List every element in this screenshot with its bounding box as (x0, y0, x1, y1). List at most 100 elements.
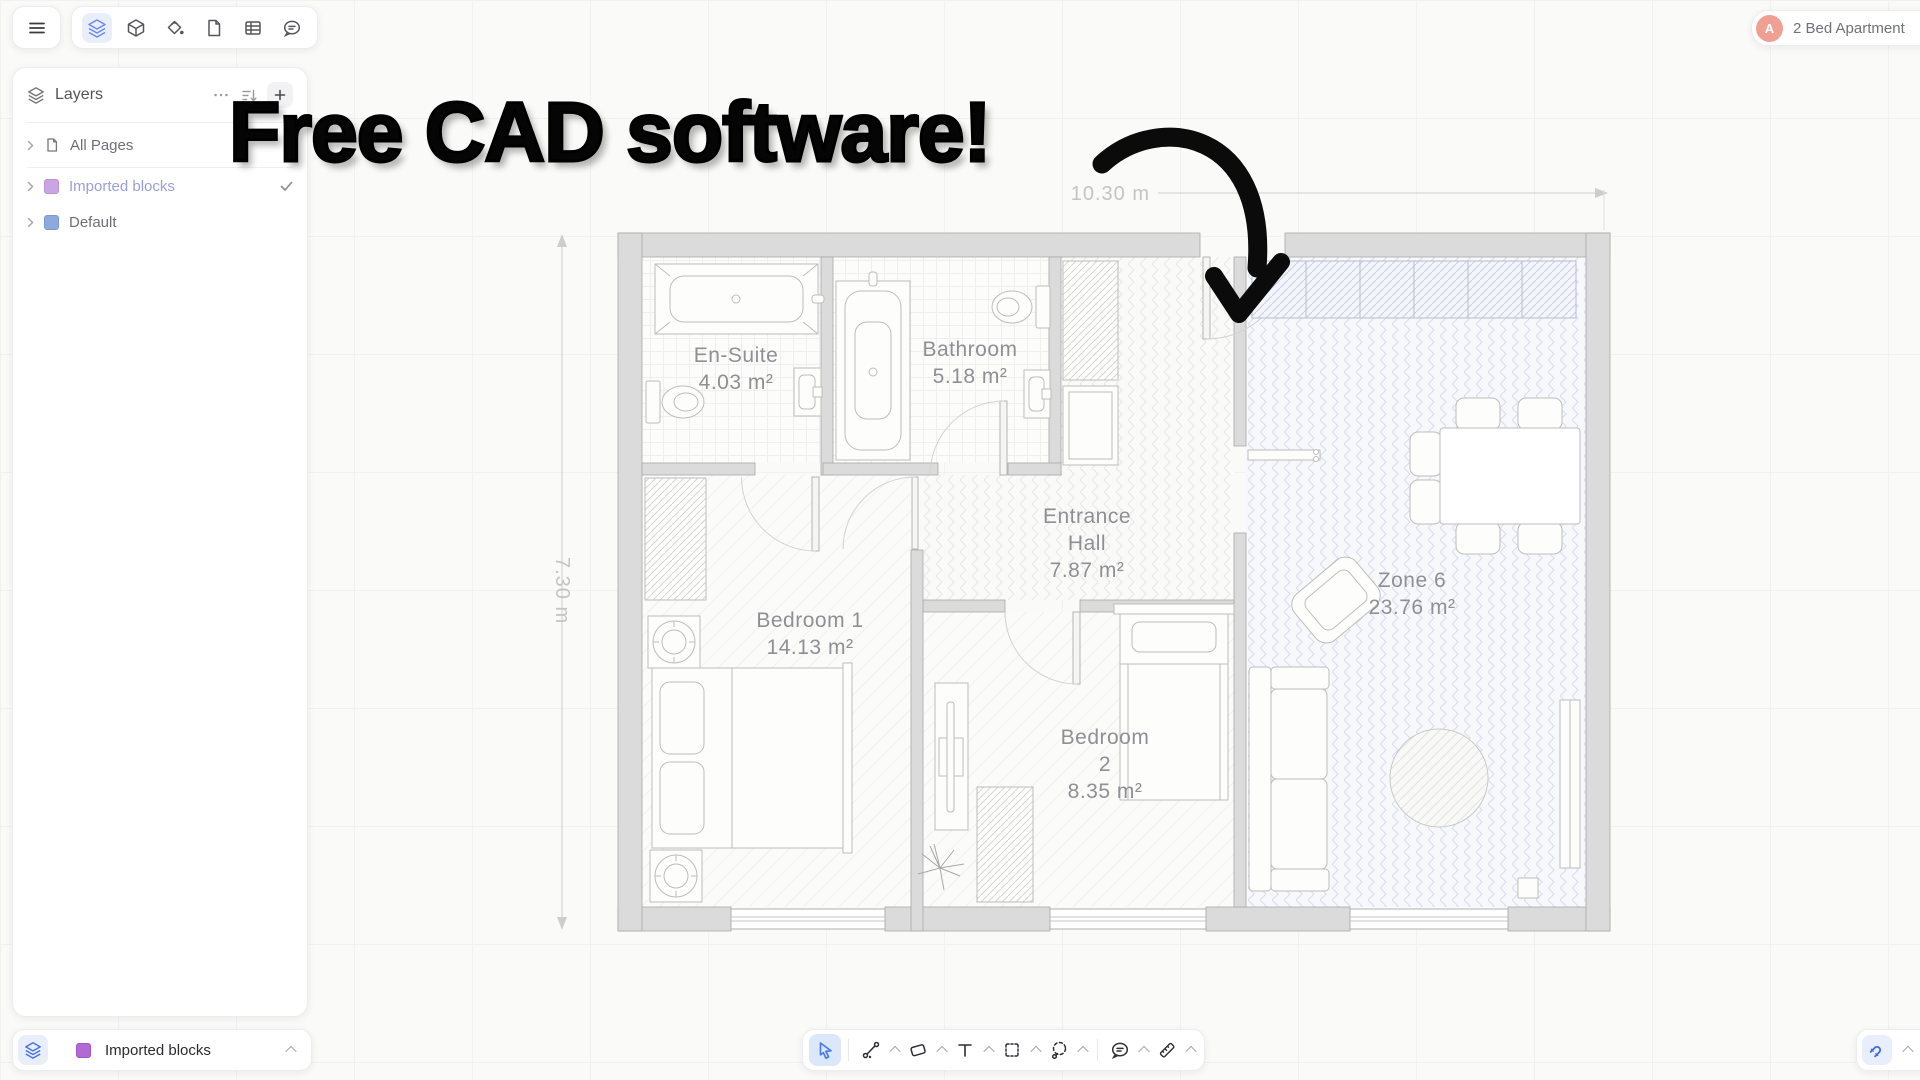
layer-row-all-pages[interactable]: All Pages (13, 123, 307, 167)
windows[interactable] (730, 908, 1509, 930)
text-icon (958, 1044, 972, 1057)
magnet-icon (1869, 1045, 1882, 1058)
dimension-height-label[interactable]: 7.30 m (551, 557, 573, 624)
sort-layers-button[interactable] (240, 87, 257, 104)
active-layer-pill[interactable]: Imported blocks (12, 1029, 312, 1071)
comment-icon (1111, 1042, 1129, 1060)
layers-view-button[interactable] (82, 12, 112, 43)
plant (917, 843, 965, 891)
active-layer-swatch (76, 1042, 91, 1058)
bedroom2-tv-unit (934, 682, 969, 831)
layers-panel-title: Layers (55, 86, 104, 103)
room-label-zone6-area[interactable]: 23.76 m² (1369, 596, 1456, 619)
chevron-right-icon[interactable] (27, 140, 34, 151)
room-label-hall-area[interactable]: 7.87 m² (1050, 559, 1125, 582)
bedroom1-wardrobe (644, 477, 707, 601)
text-tool-button[interactable] (950, 1035, 980, 1065)
ensuite-toilet (645, 380, 705, 424)
chevron-up-icon (888, 1045, 901, 1058)
kitchen-counter (1251, 260, 1577, 319)
layer-color-swatch (44, 178, 59, 194)
lasso-tool-button[interactable] (1044, 1035, 1074, 1065)
room-label-bathroom-area[interactable]: 5.18 m² (933, 365, 1008, 388)
measure-tool-button[interactable] (1152, 1035, 1182, 1065)
shape-tool-caret[interactable] (934, 1035, 949, 1065)
snap-pill[interactable] (1856, 1029, 1920, 1071)
model-3d-button[interactable] (121, 13, 151, 43)
layers-toggle-button[interactable] (18, 1035, 48, 1065)
bedroom2-bed (1113, 603, 1235, 801)
room-label-bedroom2-area[interactable]: 8.35 m² (1068, 780, 1143, 803)
cube-icon (127, 18, 145, 37)
table-icon (245, 20, 261, 35)
chevron-up-icon (1029, 1045, 1042, 1058)
room-label-bedroom1-area[interactable]: 14.13 m² (767, 636, 854, 659)
snap-caret[interactable] (1900, 1035, 1915, 1065)
ensuite-bathtub (654, 263, 825, 335)
layers-panel: Layers All Pages Imported blocks (12, 67, 308, 1017)
room-label-hall-name2[interactable]: Hall (1068, 532, 1106, 555)
page-icon (208, 19, 221, 36)
room-label-bedroom2-num[interactable]: 2 (1099, 753, 1111, 776)
measure-tool-caret[interactable] (1183, 1035, 1198, 1065)
select-tool-button[interactable] (809, 1034, 841, 1066)
layer-row-imported-blocks[interactable]: Imported blocks (13, 168, 307, 204)
chevron-up-icon (1137, 1045, 1150, 1058)
add-layer-button[interactable] (267, 82, 293, 108)
plus-icon (274, 89, 286, 101)
shape-tool-button[interactable] (903, 1035, 933, 1065)
divider (848, 1039, 849, 1061)
bedroom2-wardrobe (976, 786, 1034, 903)
hall-wardrobe (1062, 260, 1119, 466)
chevron-right-icon[interactable] (27, 217, 34, 228)
room-label-ensuite-name[interactable]: En-Suite (694, 344, 779, 367)
chevron-up-icon (982, 1045, 995, 1058)
divider (27, 167, 293, 168)
bedroom1-speaker-bottom (649, 849, 703, 903)
hamburger-menu-button[interactable] (22, 13, 52, 43)
layer-select-caret[interactable] (283, 1035, 298, 1065)
layer-row-default[interactable]: Default (13, 204, 307, 240)
text-tool-caret[interactable] (981, 1035, 996, 1065)
layer-color-swatch (44, 214, 59, 230)
divider (27, 122, 293, 123)
frame-tool-caret[interactable] (1028, 1035, 1043, 1065)
room-label-zone6-name[interactable]: Zone 6 (1378, 569, 1446, 592)
lasso-tool-caret[interactable] (1075, 1035, 1090, 1065)
divider (1097, 1039, 1098, 1061)
comments-button[interactable] (277, 13, 307, 43)
avatar[interactable]: A (1756, 14, 1783, 42)
pen-tool-caret[interactable] (887, 1035, 902, 1065)
room-label-ensuite-area[interactable]: 4.03 m² (699, 371, 774, 394)
comment-tool-button[interactable] (1105, 1035, 1135, 1065)
pen-tool-button[interactable] (856, 1035, 886, 1065)
schedule-table-button[interactable] (238, 13, 268, 43)
chevron-up-icon (1901, 1045, 1914, 1058)
panel-menu-button[interactable] (212, 86, 230, 104)
hamburger-icon (28, 22, 45, 33)
dining-table-set (1409, 397, 1581, 555)
comment-tool-caret[interactable] (1136, 1035, 1151, 1065)
document-pill[interactable]: A 2 Bed Apartment (1751, 10, 1920, 46)
radiator (1517, 699, 1581, 899)
fill-style-button[interactable] (160, 13, 190, 43)
room-label-bathroom-name[interactable]: Bathroom (922, 338, 1017, 361)
chevron-up-icon (284, 1045, 297, 1058)
chevron-up-icon (935, 1045, 948, 1058)
snap-toggle-button[interactable] (1862, 1035, 1892, 1065)
room-label-hall-name1[interactable]: Entrance (1043, 505, 1131, 528)
chevron-up-icon (1184, 1045, 1197, 1058)
document-title: 2 Bed Apartment (1793, 19, 1905, 37)
page-icon (47, 138, 58, 152)
pages-button[interactable] (199, 13, 229, 43)
round-rug (1389, 728, 1489, 828)
room-label-bedroom2-name[interactable]: Bedroom (1061, 726, 1150, 749)
chevron-right-icon[interactable] (27, 181, 34, 192)
paint-bucket-icon (167, 20, 184, 34)
bathroom-sink (1023, 369, 1052, 419)
ruler-icon (1159, 1042, 1175, 1058)
room-label-bedroom1-name[interactable]: Bedroom 1 (756, 609, 863, 632)
dimension-width-label[interactable]: 10.30 m (1071, 183, 1150, 205)
frame-tool-button[interactable] (997, 1035, 1027, 1065)
bedroom1-bed (651, 662, 853, 854)
